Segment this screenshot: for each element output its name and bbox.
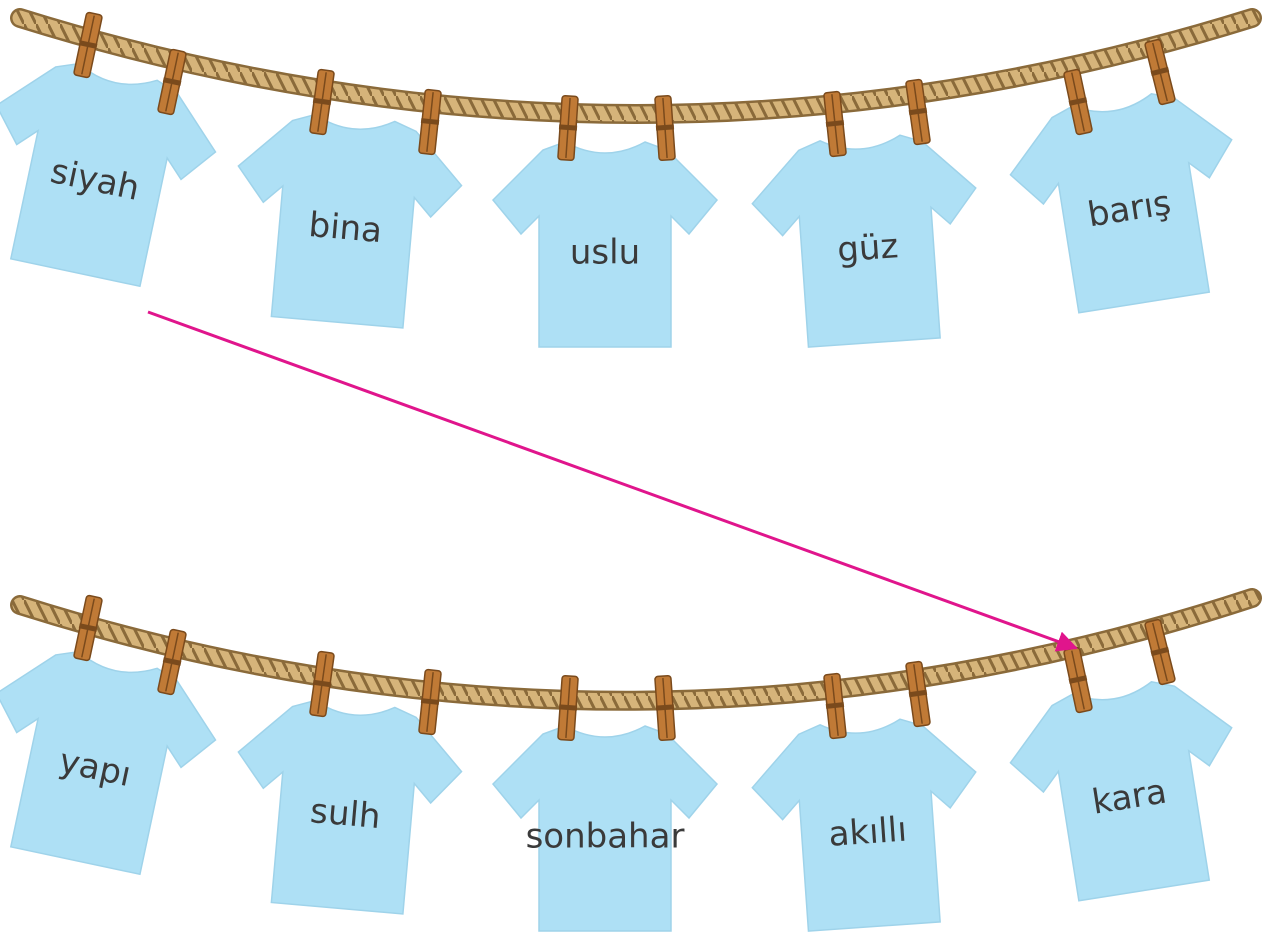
top-row: siyah bina uslu güz barış <box>0 62 1233 348</box>
bottom-word-3: sonbahar <box>526 817 685 857</box>
bottom-clothespin-8 <box>905 660 931 728</box>
bottom-shirt-4: akıllı <box>751 718 977 932</box>
bottom-clothespin-1 <box>73 594 103 662</box>
bottom-pegs <box>73 594 1176 742</box>
bottom-row: yapı sulh sonbahar akıllı kara <box>0 650 1233 932</box>
bottom-shirt-2: sulh <box>237 699 463 915</box>
tshirt-shape <box>0 62 217 288</box>
top-word-3: uslu <box>570 233 640 273</box>
bottom-clothespin-10 <box>1144 618 1176 686</box>
bottom-word-2: sulh <box>309 791 382 837</box>
top-clothespin-2 <box>157 48 187 116</box>
bottom-clothespin-2 <box>157 628 187 696</box>
top-clothespin-3 <box>309 68 335 136</box>
bottom-shirt-5: kara <box>1009 680 1233 902</box>
bottom-clothespin-6 <box>654 674 676 742</box>
bottom-shirt-3: sonbahar <box>491 725 719 932</box>
top-clothespin-9 <box>1063 68 1093 136</box>
top-clothespin-5 <box>557 94 579 162</box>
tshirt-shape <box>237 113 463 329</box>
tshirt-shape <box>237 699 463 915</box>
match-arrow <box>147 310 1078 652</box>
top-clothespin-1 <box>73 11 103 79</box>
top-rope <box>10 8 1262 124</box>
bottom-shirt-1: yapı <box>0 650 217 876</box>
bottom-clothespin-5 <box>557 674 579 742</box>
top-word-4: güz <box>836 226 900 270</box>
tshirt-shape <box>491 141 719 348</box>
top-pegs <box>73 11 1176 162</box>
bottom-word-4: akıllı <box>827 810 908 855</box>
top-clothespin-6 <box>654 94 676 162</box>
top-shirt-5: barış <box>1009 92 1233 314</box>
top-shirt-4: güz <box>751 134 977 348</box>
bottom-clothespin-7 <box>823 672 847 740</box>
top-clothespin-7 <box>823 90 847 158</box>
tshirt-shape <box>1009 680 1233 902</box>
top-shirt-2: bina <box>237 113 463 329</box>
top-clothespin-8 <box>905 78 931 146</box>
tshirt-shape <box>1009 92 1233 314</box>
bottom-clothespin-3 <box>309 650 335 718</box>
top-word-2: bina <box>307 205 384 251</box>
top-shirt-3: uslu <box>491 141 719 348</box>
bottom-clothespin-4 <box>418 668 442 736</box>
tshirt-shape <box>491 725 719 932</box>
top-shirt-1: siyah <box>0 62 217 288</box>
tshirt-shape <box>0 650 217 876</box>
top-clothespin-10 <box>1144 38 1176 106</box>
top-clothespin-4 <box>418 88 442 156</box>
